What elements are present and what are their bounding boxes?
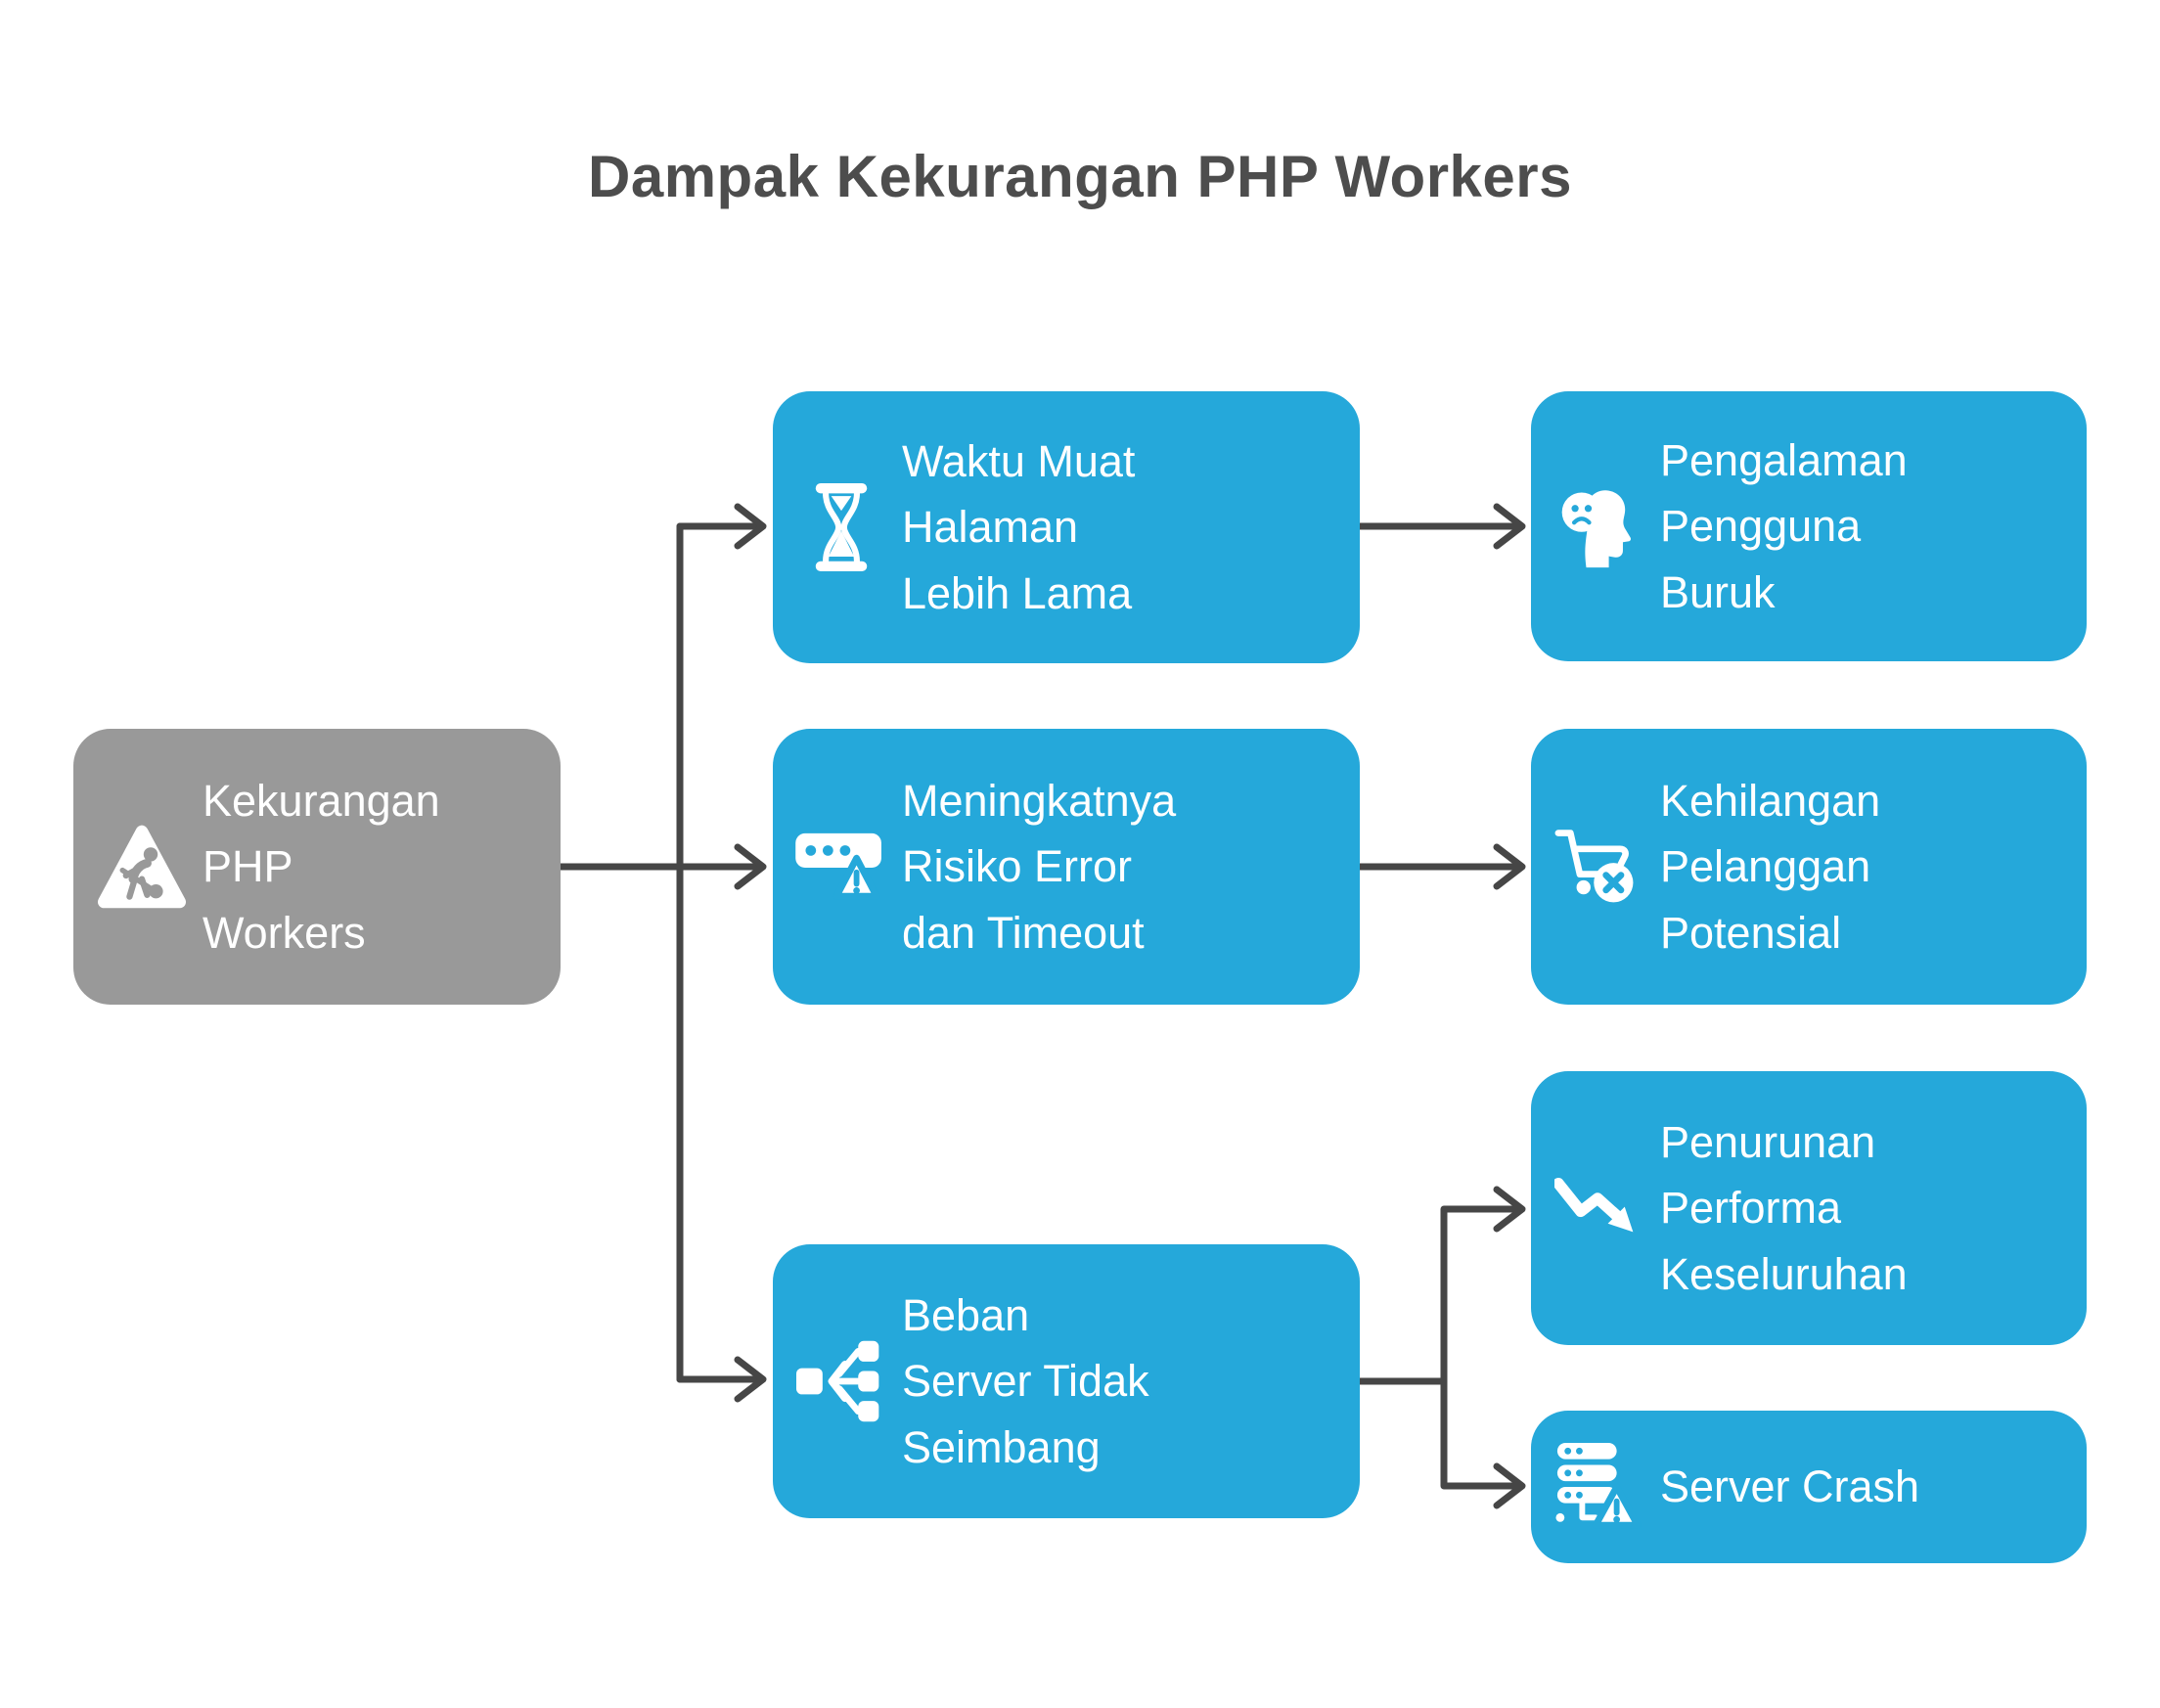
node-lost-customers: Kehilangan Pelanggan Potensial (1531, 729, 2087, 1005)
node-error-risk: Meningkatnya Risiko Error dan Timeout (773, 729, 1360, 1005)
server-warning-icon (1551, 1441, 1648, 1533)
cart-remove-icon (1551, 824, 1648, 910)
node-bad-ux: Pengalaman Pengguna Buruk (1531, 391, 2087, 661)
sad-user-icon (1551, 481, 1648, 571)
node-server-crash: Server Crash (1531, 1411, 2087, 1563)
node-label: Pengalaman Pengguna Buruk (1660, 434, 1908, 617)
connector-server-load-fork (1356, 1205, 1520, 1490)
arrowhead-performance-drop (1493, 1186, 1526, 1233)
node-label: Beban Server Tidak Seimbang (902, 1289, 1149, 1472)
arrowhead-server-crash (1493, 1462, 1526, 1509)
node-load-time: Waktu Muat Halaman Lebih Lama (773, 391, 1360, 663)
arrowhead-load-time (734, 503, 767, 550)
node-label: Kekurangan PHP Workers (202, 775, 440, 958)
error-alert-icon (792, 830, 890, 904)
arrowhead-server-load (734, 1356, 767, 1403)
trend-down-icon (1551, 1177, 1648, 1239)
arrowhead-bad-ux (1493, 503, 1526, 550)
hourglass-icon (792, 483, 890, 571)
node-label: Server Crash (1660, 1461, 1920, 1512)
node-root: Kekurangan PHP Workers (73, 729, 561, 1005)
page-title: Dampak Kekurangan PHP Workers (588, 144, 1572, 209)
node-performance-drop: Penurunan Performa Keseluruhan (1531, 1071, 2087, 1345)
load-balancer-icon (792, 1336, 890, 1426)
node-label: Penurunan Performa Keseluruhan (1660, 1116, 1908, 1299)
node-label: Meningkatnya Risiko Error dan Timeout (902, 775, 1177, 958)
node-label: Waktu Muat Halaman Lebih Lama (902, 435, 1136, 618)
arrowhead-lost-customers (1493, 843, 1526, 890)
construction-warning-icon (93, 821, 191, 913)
node-server-load: Beban Server Tidak Seimbang (773, 1244, 1360, 1518)
arrowhead-error-risk (734, 843, 767, 890)
node-label: Kehilangan Pelanggan Potensial (1660, 775, 1881, 958)
